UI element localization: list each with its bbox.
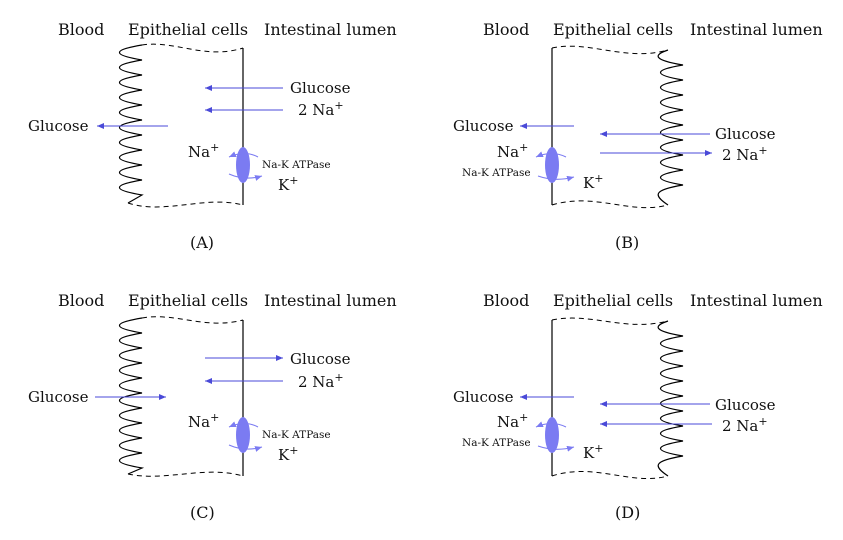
k-label: K+ xyxy=(583,172,603,192)
cell-bottom-edge xyxy=(551,471,669,479)
glucose-label: Glucose xyxy=(715,396,776,414)
na-label: Na+ xyxy=(188,411,219,431)
na-k-pump xyxy=(545,417,559,453)
caption-b: (B) xyxy=(615,233,639,252)
header-epithelial: Epithelial cells xyxy=(128,291,248,310)
cell-top-edge xyxy=(551,317,669,325)
na-out-arrow xyxy=(535,421,567,428)
wavy-membrane xyxy=(119,317,145,475)
k-label: K+ xyxy=(278,444,298,464)
na-label: Na+ xyxy=(497,411,528,431)
na-k-pump xyxy=(545,147,559,183)
caption-c: (C) xyxy=(190,503,215,522)
panel-c: Blood Epithelial cells Intestinal lumen … xyxy=(28,291,397,522)
panel-a: Blood Epithelial cells Intestinal lumen … xyxy=(28,20,397,252)
header-blood: Blood xyxy=(58,291,104,310)
cell-bottom-edge xyxy=(127,201,244,208)
wavy-membrane xyxy=(657,49,684,206)
pump-label: Na-K ATPase xyxy=(462,437,531,449)
k-label: K+ xyxy=(583,442,603,462)
cell-top-edge xyxy=(551,45,669,55)
header-lumen: Intestinal lumen xyxy=(690,20,823,39)
glucose-label: Glucose xyxy=(290,350,351,368)
na-k-pump xyxy=(236,417,250,453)
header-lumen: Intestinal lumen xyxy=(690,291,823,310)
two-na-label: 2 Na+ xyxy=(298,371,344,391)
cell-top-edge xyxy=(141,43,244,53)
glucose-blood-label: Glucose xyxy=(453,388,514,406)
header-blood: Blood xyxy=(58,20,104,39)
cell-bottom-edge xyxy=(551,200,669,209)
k-label: K+ xyxy=(278,174,298,194)
na-k-pump xyxy=(236,147,250,183)
panel-d: Blood Epithelial cells Intestinal lumen … xyxy=(453,291,823,522)
na-label: Na+ xyxy=(497,141,528,161)
header-epithelial: Epithelial cells xyxy=(553,291,673,310)
na-out-arrow xyxy=(228,151,259,158)
pump-label: Na-K ATPase xyxy=(462,167,531,179)
glucose-label: Glucose xyxy=(715,125,776,143)
k-in-arrow xyxy=(228,173,263,181)
header-blood: Blood xyxy=(483,20,529,39)
cell-bottom-edge xyxy=(127,471,244,477)
two-na-label: 2 Na+ xyxy=(722,144,768,164)
pump-label: Na-K ATPase xyxy=(262,159,331,171)
k-in-arrow xyxy=(228,444,263,452)
caption-a: (A) xyxy=(190,233,214,252)
caption-d: (D) xyxy=(615,503,640,522)
na-label: Na+ xyxy=(188,141,219,161)
panel-b: Blood Epithelial cells Intestinal lumen … xyxy=(453,20,823,252)
k-in-arrow xyxy=(537,175,575,182)
header-lumen: Intestinal lumen xyxy=(264,20,397,39)
glucose-blood-label: Glucose xyxy=(28,117,89,135)
wavy-membrane xyxy=(119,44,144,204)
na-out-arrow xyxy=(535,151,567,158)
pump-label: Na-K ATPase xyxy=(262,429,331,441)
cell-top-edge xyxy=(141,316,244,324)
glucose-blood-label: Glucose xyxy=(28,388,89,406)
header-blood: Blood xyxy=(483,291,529,310)
header-epithelial: Epithelial cells xyxy=(128,20,248,39)
k-in-arrow xyxy=(537,445,575,452)
header-lumen: Intestinal lumen xyxy=(264,291,397,310)
two-na-label: 2 Na+ xyxy=(722,415,768,435)
two-na-label: 2 Na+ xyxy=(298,99,344,119)
wavy-membrane xyxy=(657,320,684,477)
na-out-arrow xyxy=(228,421,259,428)
glucose-blood-label: Glucose xyxy=(453,117,514,135)
header-epithelial: Epithelial cells xyxy=(553,20,673,39)
glucose-label: Glucose xyxy=(290,79,351,97)
